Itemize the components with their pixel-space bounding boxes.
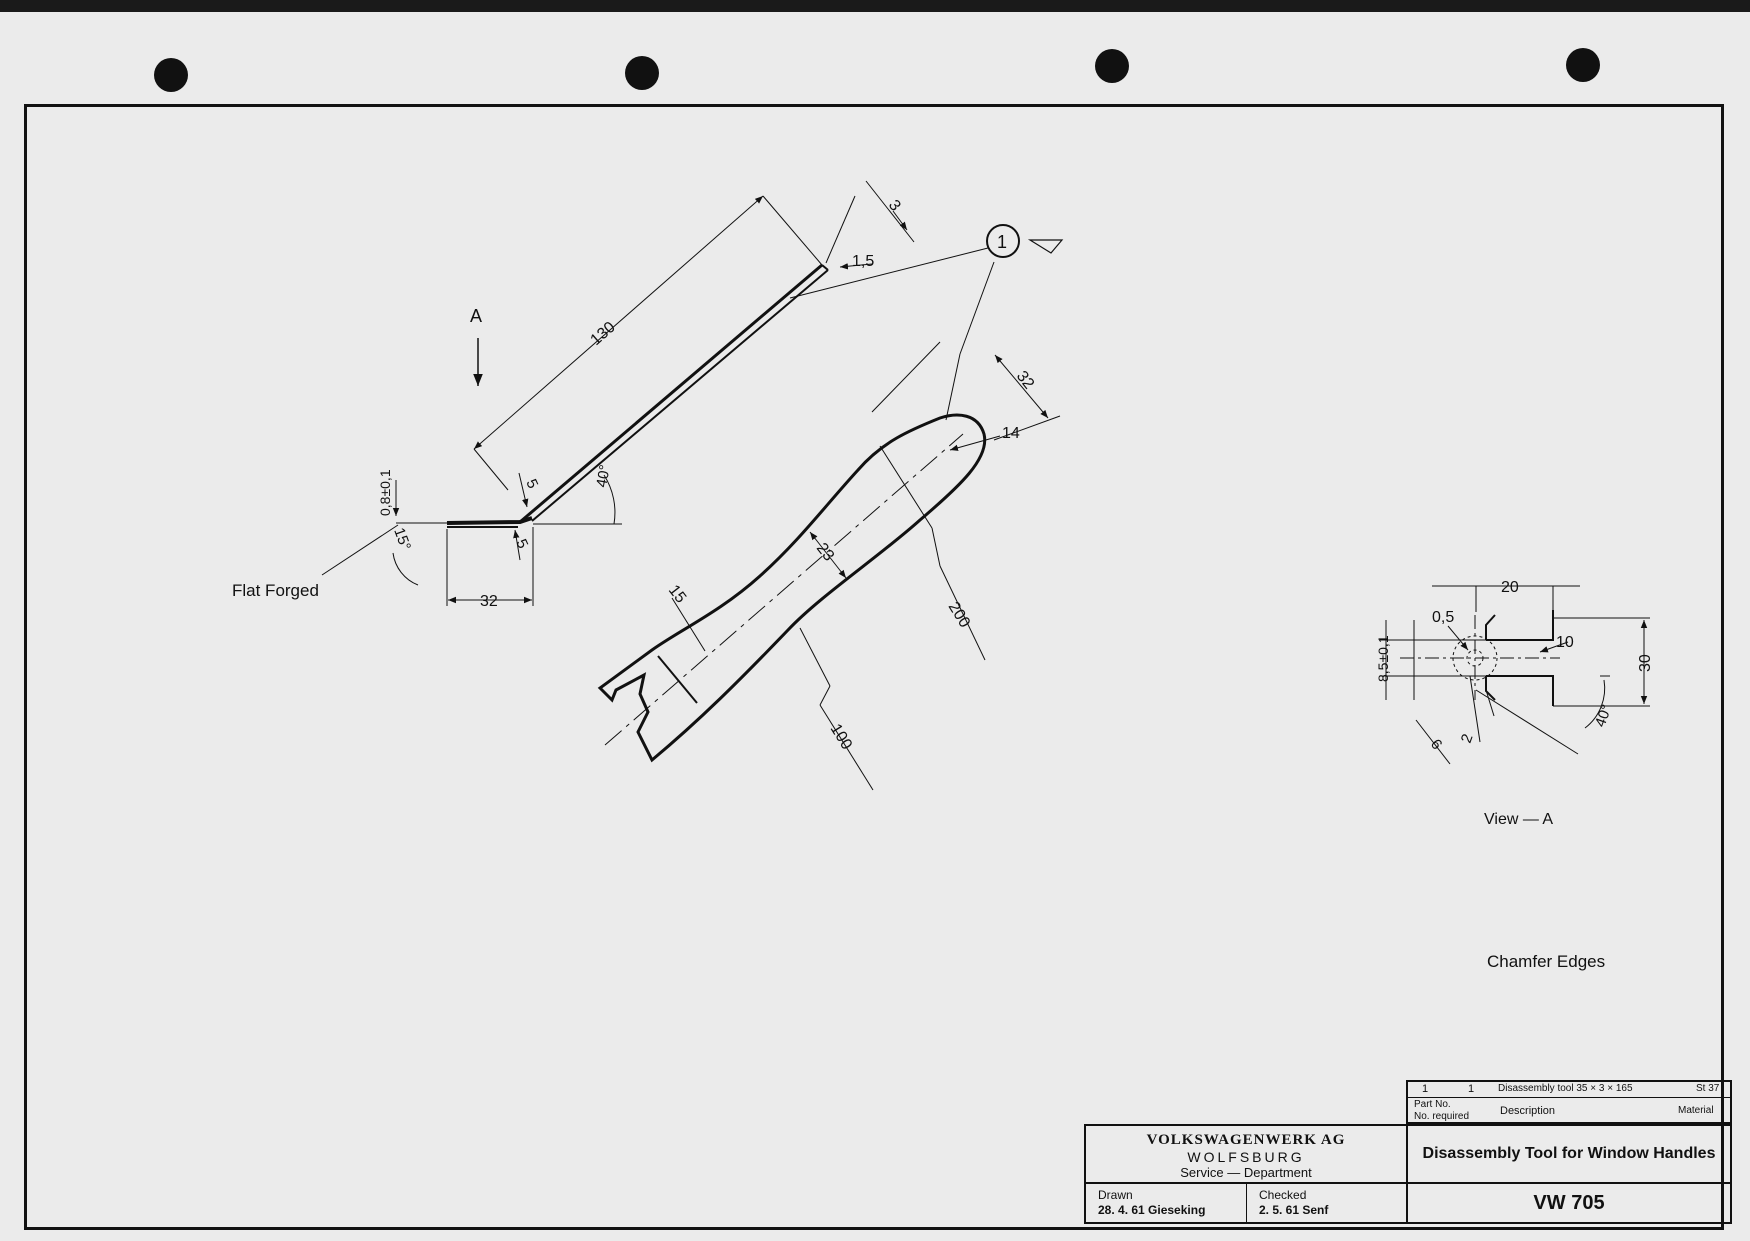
drawn-cell: Drawn 28. 4. 61 Gieseking [1086,1184,1247,1222]
view-dim-40-deg: 40° [1592,702,1616,729]
surface-finish-symbol [1027,239,1064,254]
title-cell: Disassembly Tool for Window Handles [1408,1126,1730,1184]
qty-value: 1 [1468,1083,1475,1095]
view-a-indicator: A [470,306,482,326]
view-dim-8-5: 8,5±0,1 [1375,635,1391,682]
material-header: Material [1678,1105,1714,1116]
checked-cell: Checked 2. 5. 61 Senf [1247,1184,1408,1222]
description-header: Description [1500,1105,1556,1117]
dim-5-top: 5 [522,477,541,492]
parts-list: 1 1 Disassembly tool 35 × 3 × 165 St 37 … [1406,1080,1732,1124]
view-dim-0-5: 0,5 [1432,609,1454,626]
end-view-a [1380,585,1650,765]
top-view [597,224,1064,791]
company-name: VOLKSWAGENWERK AG [1146,1132,1346,1148]
department: Service — Department [1180,1165,1312,1180]
item-balloon [986,224,1020,258]
checked-value: 2. 5. 61 Senf [1259,1203,1329,1217]
dim-1-5: 1,5 [852,253,874,270]
material-value: St 37 [1696,1083,1720,1094]
dim-3: 3 [885,197,904,215]
dim-130: 130 [587,319,618,349]
drawing-title: Disassembly Tool for Window Handles [1422,1145,1716,1162]
dim-15-neck: 15 [665,582,689,607]
side-view [321,180,915,606]
dim-40-deg: 40° [593,463,614,488]
dim-100: 100 [827,721,856,753]
title-block: VOLKSWAGENWERK AG WOLFSBURG Service — De… [1084,1124,1732,1224]
scan-top-edge [0,0,1750,12]
company-cell: VOLKSWAGENWERK AG WOLFSBURG Service — De… [1086,1126,1408,1184]
view-dim-10: 10 [1556,634,1574,651]
view-dim-30: 30 [1637,654,1654,672]
part-no-header: Part No. [1414,1099,1451,1110]
dim-14: 14 [1002,425,1020,442]
item-balloon-number: 1 [997,232,1007,252]
view-dim-2: 2 [1458,732,1477,746]
dim-0-8: 0,8±0,1 [377,469,393,516]
view-a-caption: View — A [1484,811,1553,828]
parts-header: Part No. No. required Description Materi… [1408,1098,1730,1124]
chamfer-edges-note: Chamfer Edges [1487,952,1605,971]
tool-outline [597,413,987,763]
drawing-number: VW 705 [1533,1191,1605,1214]
no-required-header: No. required [1414,1111,1470,1122]
description-value: Disassembly tool 35 × 3 × 165 [1498,1083,1633,1094]
dim-5-bottom: 5 [512,537,531,552]
drawing-frame [24,104,1724,1230]
tool-flat-section [446,516,533,525]
view-dim-6: 6 [1427,736,1446,753]
view-dim-20: 20 [1501,579,1519,596]
dim-32-handle: 32 [1013,368,1037,393]
drawing-number-cell: VW 705 [1408,1184,1730,1222]
part-no-value: 1 [1422,1083,1429,1095]
drawn-value: 28. 4. 61 Gieseking [1098,1203,1206,1217]
checked-label: Checked [1259,1188,1307,1202]
company-city: WOLFSBURG [1187,1149,1305,1165]
dim-15-deg: 15° [390,526,414,553]
dim-32-bottom: 32 [480,593,498,610]
tool-incline [519,263,823,524]
drawn-label: Drawn [1098,1188,1133,1202]
punch-hole [1095,49,1129,83]
punch-hole [625,56,659,90]
punch-hole [154,58,188,92]
flat-forged-note: Flat Forged [232,581,319,600]
parts-row: 1 1 Disassembly tool 35 × 3 × 165 St 37 [1408,1082,1730,1098]
punch-hole [1566,48,1600,82]
